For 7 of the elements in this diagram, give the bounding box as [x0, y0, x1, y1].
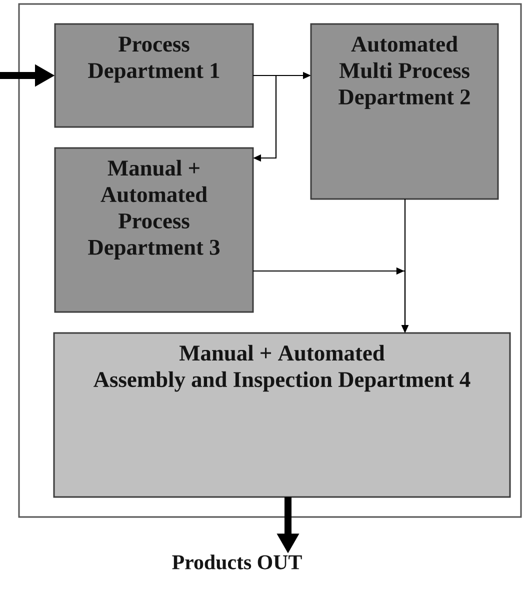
department-box: Manual + Automated Process Department 3: [54, 147, 254, 313]
arrow: [253, 74, 277, 162]
department-box: Automated Multi Process Department 2: [310, 23, 499, 200]
frame: [18, 3, 522, 518]
department-box: Manual + Automated Assembly and Inspection Department 4: [53, 332, 511, 498]
output-label: Products OUT: [172, 554, 302, 570]
department-box: Process Department 1: [54, 23, 254, 128]
